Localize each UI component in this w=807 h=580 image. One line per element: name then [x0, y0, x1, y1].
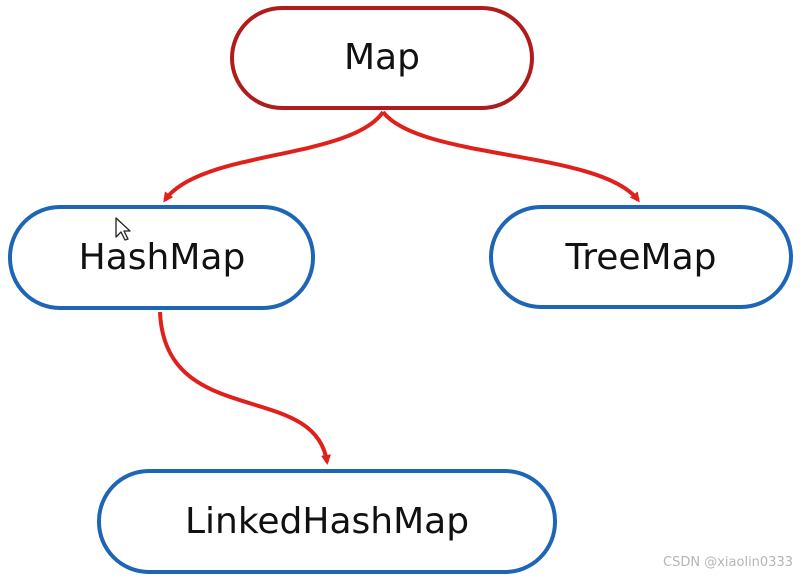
node-linkedhashmap-label: LinkedHashMap	[185, 501, 469, 542]
edge-map-to-hashmap	[163, 110, 385, 203]
node-map-label: Map	[344, 37, 420, 78]
node-linkedhashmap-box	[97, 469, 557, 574]
watermark: CSDN @xiaolin0333	[663, 555, 793, 570]
edge-hashmap-to-linkedhashmap	[158, 311, 331, 465]
node-linkedhashmap: LinkedHashMap	[97, 469, 557, 574]
node-treemap-label: TreeMap	[565, 237, 717, 278]
node-map: Map	[230, 6, 534, 110]
node-hashmap: HashMap	[8, 205, 315, 310]
node-treemap-box	[489, 205, 793, 309]
node-treemap: TreeMap	[489, 205, 793, 309]
mouse-pointer-icon	[115, 217, 131, 241]
edge-map-to-treemap	[381, 110, 640, 203]
node-hashmap-label: HashMap	[79, 237, 246, 278]
node-hashmap-box	[8, 205, 315, 310]
node-map-box	[230, 6, 534, 110]
